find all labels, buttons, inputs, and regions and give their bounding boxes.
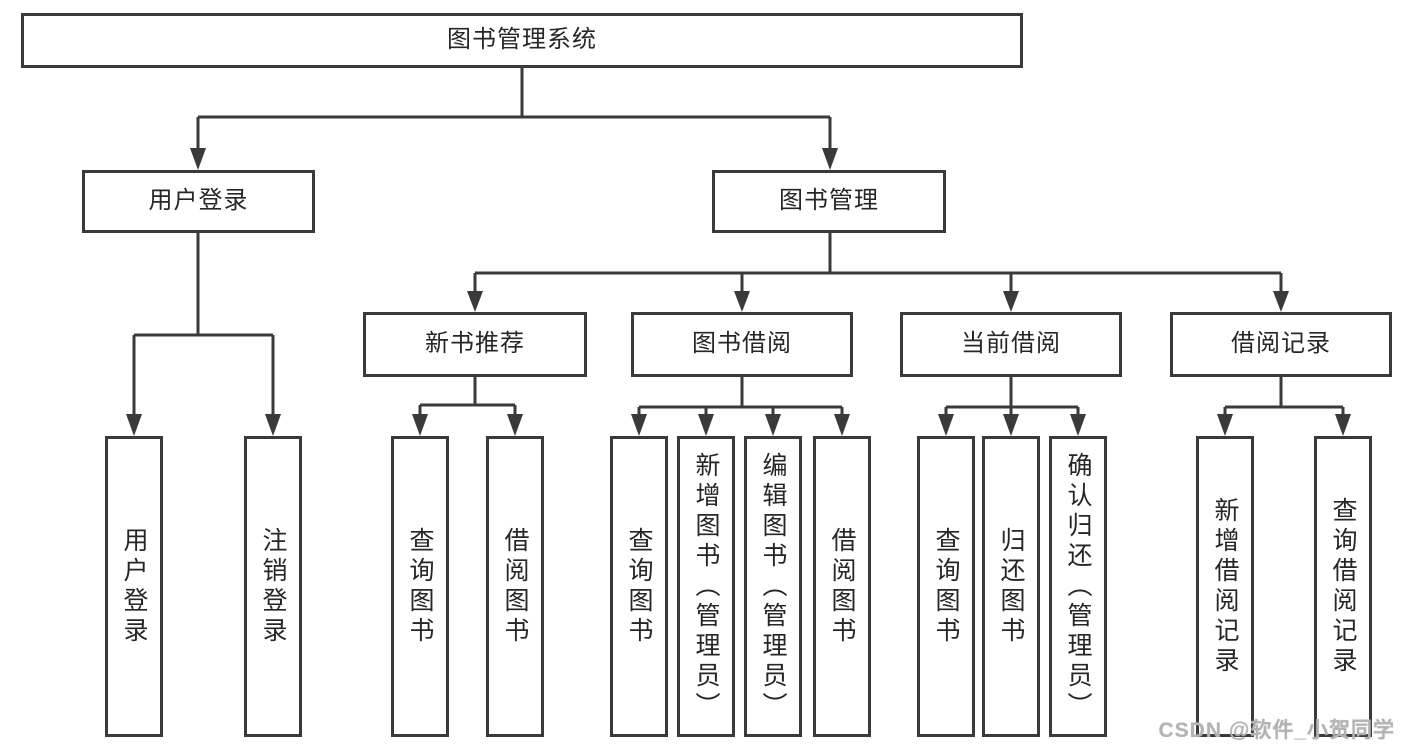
node-borrowing-records: 借阅记录 bbox=[1170, 312, 1392, 377]
csdn-watermark: CSDN @软件_小贺同学 bbox=[1158, 719, 1395, 742]
leaf-query-books-1: 查询图书 bbox=[391, 436, 449, 737]
node-library-management-system: 图书管理系统 bbox=[21, 13, 1023, 68]
node-user-login: 用户登录 bbox=[82, 170, 315, 233]
leaf-user-login: 用户登录 bbox=[105, 436, 163, 737]
node-current-borrowing: 当前借阅 bbox=[900, 312, 1122, 377]
node-book-borrowing: 图书借阅 bbox=[631, 312, 853, 377]
leaf-edit-books-admin: 编辑图书（管理员） bbox=[744, 436, 802, 737]
leaf-add-borrow-record: 新增借阅记录 bbox=[1196, 436, 1254, 737]
leaf-return-books: 归还图书 bbox=[982, 436, 1040, 737]
leaf-query-borrow-record: 查询借阅记录 bbox=[1314, 436, 1372, 737]
node-book-management: 图书管理 bbox=[712, 170, 946, 233]
leaf-query-books-3: 查询图书 bbox=[917, 436, 975, 737]
leaf-borrow-books-1: 借阅图书 bbox=[486, 436, 544, 737]
node-new-book-recommend: 新书推荐 bbox=[363, 312, 587, 377]
leaf-add-books-admin: 新增图书（管理员） bbox=[677, 436, 735, 737]
arrowhead-icons bbox=[126, 148, 1351, 436]
leaf-borrow-books-2: 借阅图书 bbox=[813, 436, 871, 737]
leaf-query-books-2: 查询图书 bbox=[610, 436, 668, 737]
leaf-logout: 注销登录 bbox=[244, 436, 302, 737]
leaf-confirm-return-admin: 确认归还（管理员） bbox=[1049, 436, 1107, 737]
